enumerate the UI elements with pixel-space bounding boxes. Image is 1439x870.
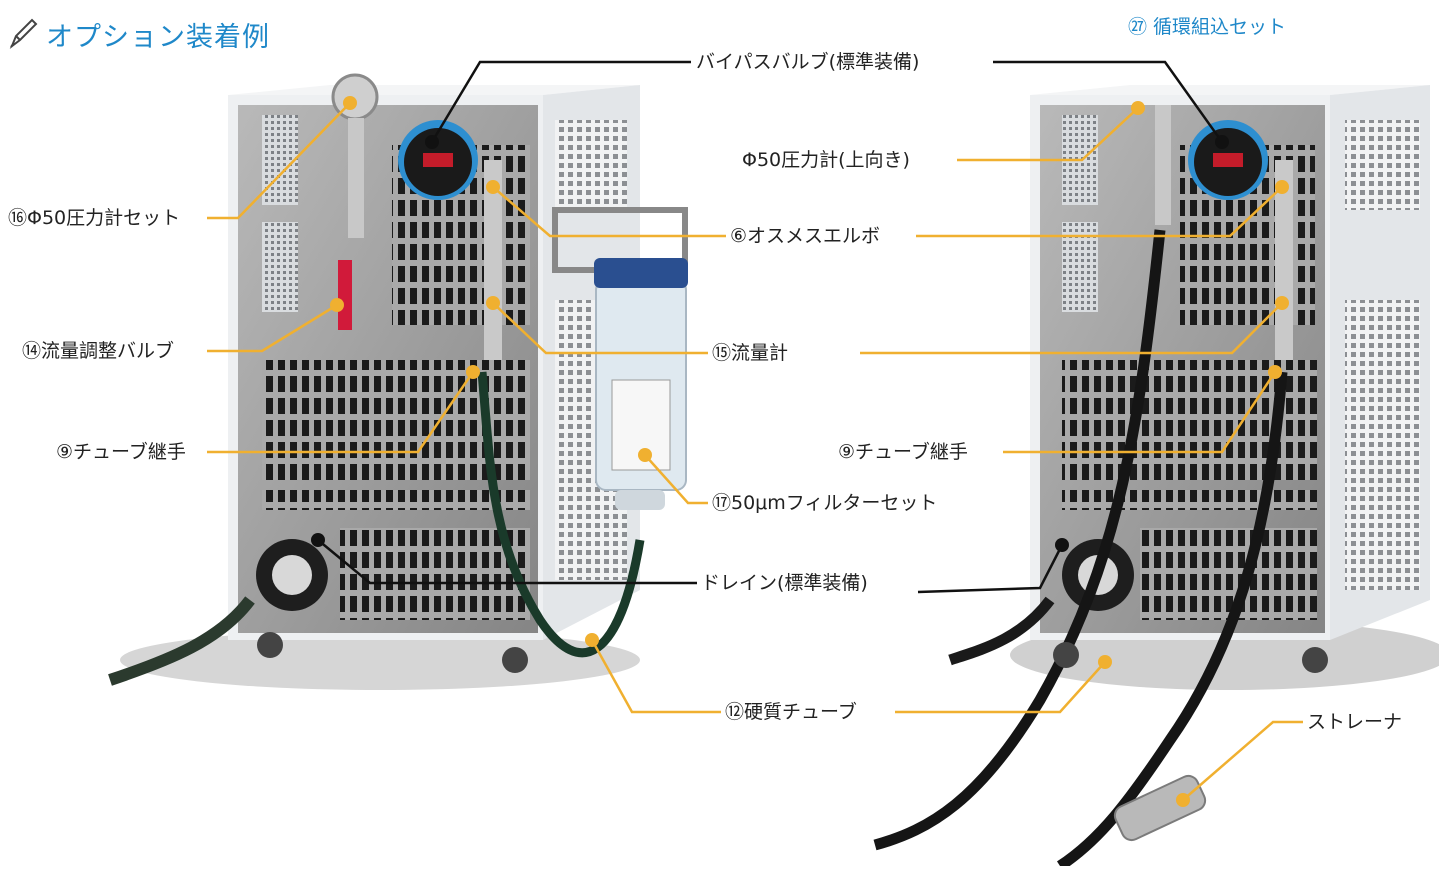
right-set-title: ㉗ 循環組込セット: [1128, 16, 1287, 38]
right-chiller-unit: [873, 85, 1439, 870]
left-chiller-unit: [108, 73, 688, 690]
label-tube-joint-left: ⑨チューブ継手: [54, 440, 188, 464]
label-flowmeter: ⑮流量計: [710, 341, 791, 365]
label-drain: ドレイン(標準装備): [699, 571, 870, 595]
label-filter-set: ⑰50μmフィルターセット: [710, 491, 940, 515]
page-title: オプション装着例: [46, 22, 270, 53]
label-elbow: ⑥オスメスエルボ: [728, 224, 883, 248]
label-hard-tube: ⑫硬質チューブ: [723, 700, 859, 724]
label-tube-joint-right: ⑨チューブ継手: [836, 440, 970, 464]
label-flow-valve: ⑭流量調整バルブ: [20, 339, 177, 363]
label-strainer: ストレーナ: [1305, 710, 1405, 734]
connection-dots: [311, 96, 1289, 807]
pen-icon: [9, 18, 38, 49]
label-gauge-set: ⑯Φ50圧力計セット: [6, 206, 183, 230]
label-bypass-valve: バイパスバルブ(標準装備): [694, 50, 922, 74]
label-gauge-up: Φ50圧力計(上向き): [740, 148, 912, 172]
leader-lines: [207, 60, 1303, 801]
